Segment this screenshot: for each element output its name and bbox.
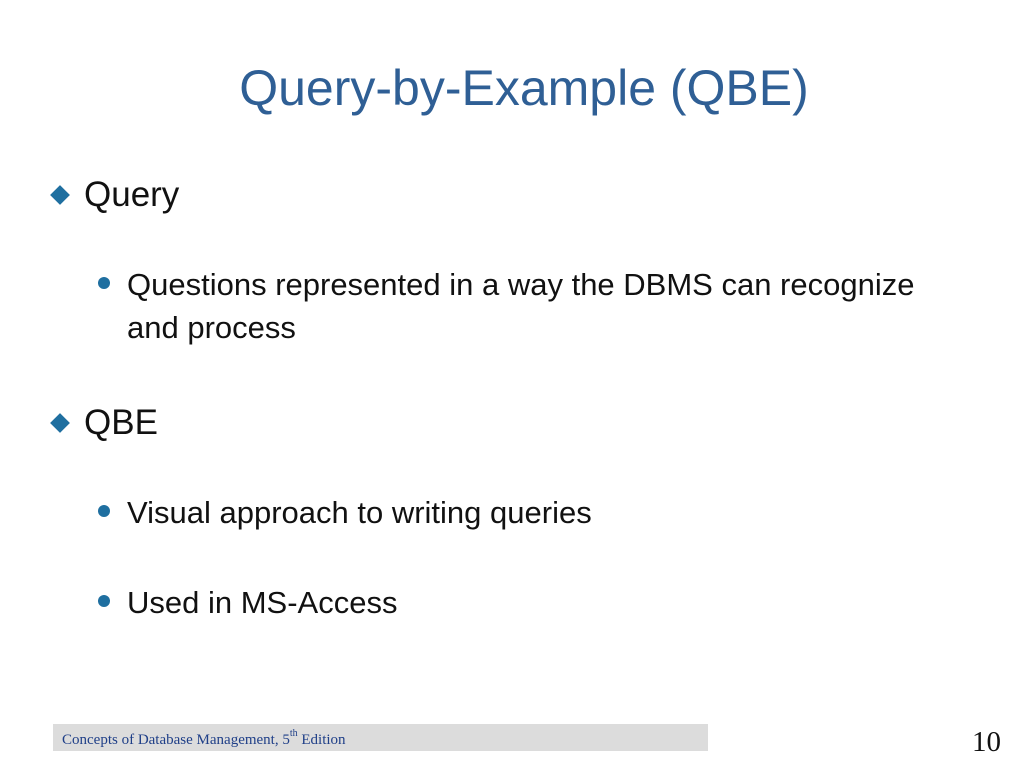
subbullet-query-definition: Questions represented in a way the DBMS … xyxy=(98,263,927,349)
diamond-bullet-icon xyxy=(50,413,70,433)
circle-bullet-icon xyxy=(98,505,110,517)
circle-bullet-icon xyxy=(98,277,110,289)
bullet-query: Query xyxy=(50,175,180,215)
bullet-text-query: Query xyxy=(84,175,180,214)
subbullet-text-ms-access: Used in MS-Access xyxy=(127,585,398,620)
subbullet-visual-approach: Visual approach to writing queries xyxy=(98,491,592,534)
subbullet-text-query-definition: Questions represented in a way the DBMS … xyxy=(127,267,915,345)
footer-edition-superscript: th xyxy=(289,728,298,739)
bullet-qbe: QBE xyxy=(50,403,158,443)
bullet-text-qbe: QBE xyxy=(84,403,158,442)
footer-book-prefix: Concepts of Database Management, 5 xyxy=(62,732,290,748)
circle-bullet-icon xyxy=(98,595,110,607)
footer-bar: Concepts of Database Management, 5th Edi… xyxy=(53,724,708,751)
footer-book-title: Concepts of Database Management, 5th Edi… xyxy=(62,728,346,749)
diamond-bullet-icon xyxy=(50,185,70,205)
page-number: 10 xyxy=(972,726,1001,758)
subbullet-text-visual-approach: Visual approach to writing queries xyxy=(127,495,592,530)
footer-book-suffix: Edition xyxy=(297,732,346,748)
slide-title: Query-by-Example (QBE) xyxy=(239,60,809,116)
subbullet-ms-access: Used in MS-Access xyxy=(98,581,397,624)
